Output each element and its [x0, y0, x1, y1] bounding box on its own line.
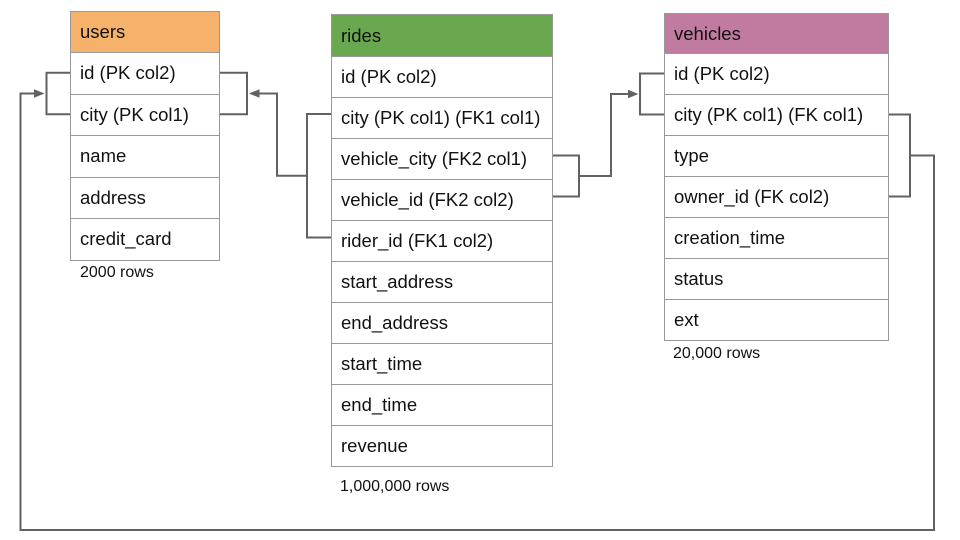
- table-row: credit_card: [71, 218, 219, 260]
- rides-table-header: rides: [332, 15, 552, 56]
- table-row: rider_id (FK1 col2): [332, 220, 552, 261]
- users-row-count: 2000 rows: [80, 264, 154, 281]
- table-row: id (PK col2): [665, 53, 888, 94]
- rides-to-vehicles-arrowhead: [628, 89, 639, 99]
- rides-to-users-connector: [258, 92, 307, 177]
- users-table-header: users: [71, 12, 219, 52]
- table-row: vehicle_city (FK2 col1): [332, 138, 552, 179]
- table-row: owner_id (FK col2): [665, 176, 888, 217]
- users-pk-bracket-right: [220, 71, 248, 116]
- table-row: end_address: [332, 302, 552, 343]
- vehicles-table-header: vehicles: [665, 14, 888, 53]
- rides-to-users-arrowhead: [249, 89, 260, 98]
- table-row: type: [665, 135, 888, 176]
- vehicles-fk-bracket: [889, 113, 911, 198]
- rides-fk1-bracket: [306, 113, 331, 239]
- table-row: id (PK col2): [332, 56, 552, 97]
- table-row: end_time: [332, 384, 552, 425]
- table-row: city (PK col1): [71, 93, 219, 135]
- table-row: vehicle_id (FK2 col2): [332, 179, 552, 220]
- table-row: name: [71, 135, 219, 177]
- vehicles-to-users-connector: [19, 92, 935, 531]
- table-row: id (PK col2): [71, 52, 219, 94]
- vehicles-pk-bracket: [639, 72, 664, 116]
- table-row: ext: [665, 299, 888, 340]
- rides-row-count: 1,000,000 rows: [340, 478, 450, 495]
- vehicles-row-count: 20,000 rows: [673, 345, 761, 362]
- table-row: status: [665, 258, 888, 299]
- table-row: start_time: [332, 343, 552, 384]
- vehicles-to-users-arrowhead: [34, 89, 45, 98]
- table-row: revenue: [332, 425, 552, 466]
- table-row: city (PK col1) (FK col1): [665, 94, 888, 135]
- rides-to-vehicles-connector: [579, 93, 629, 177]
- users-pk-bracket-left: [45, 71, 70, 116]
- vehicles-table: vehicles id (PK col2)city (PK col1) (FK …: [664, 13, 889, 341]
- table-row: city (PK col1) (FK1 col1): [332, 97, 552, 138]
- table-row: start_address: [332, 261, 552, 302]
- rides-fk2-bracket: [553, 154, 580, 198]
- table-row: address: [71, 176, 219, 218]
- rides-table: rides id (PK col2)city (PK col1) (FK1 co…: [331, 14, 553, 467]
- table-row: creation_time: [665, 217, 888, 258]
